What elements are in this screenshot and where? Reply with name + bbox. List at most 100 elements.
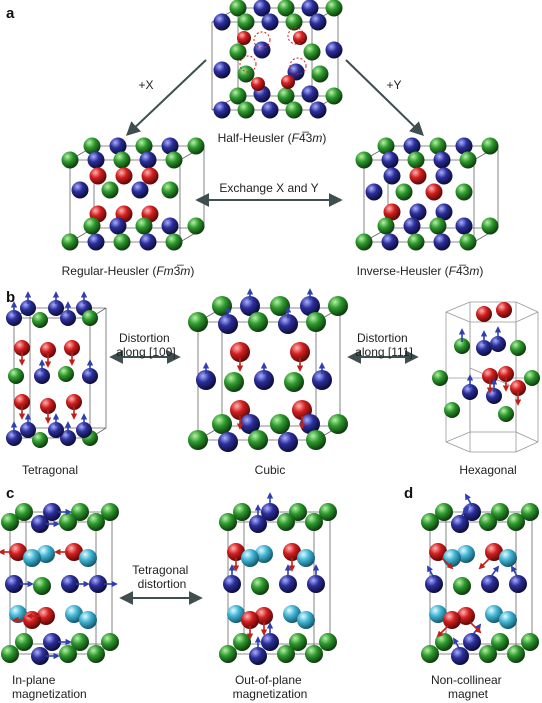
label-hexagonal: Hexagonal — [459, 463, 516, 477]
green-atom — [270, 296, 290, 316]
green-atom — [377, 217, 395, 235]
blue-atom — [76, 422, 92, 438]
green-atom — [15, 503, 33, 521]
green-atom — [285, 101, 303, 119]
blue-atom — [43, 633, 61, 651]
red-atom — [64, 340, 80, 356]
out-of-plane-cell — [219, 492, 337, 665]
blue-atom — [435, 203, 453, 221]
green-atom — [395, 183, 413, 201]
label-plus-x: +X — [138, 78, 153, 92]
cyan-atom — [255, 545, 273, 563]
blue-atom — [455, 137, 473, 155]
cyan-atom — [37, 545, 55, 563]
blue-atom — [325, 41, 343, 59]
blue-atom — [60, 430, 76, 446]
green-atom — [303, 43, 321, 61]
spin-arrow — [465, 493, 473, 507]
green-atom — [135, 217, 153, 235]
green-atom — [435, 503, 453, 521]
cyan-atom — [499, 549, 517, 567]
cyan-atom — [499, 611, 517, 629]
red-atom — [283, 543, 301, 561]
green-atom — [82, 310, 98, 326]
red-atom — [66, 394, 82, 410]
green-atom — [306, 312, 326, 332]
green-atom — [1, 513, 19, 531]
red-atom — [255, 607, 273, 625]
red-atom — [496, 302, 512, 318]
blue-atom — [87, 151, 105, 169]
red-atom — [281, 75, 295, 89]
cyan-atom — [297, 549, 315, 567]
red-atom — [443, 611, 461, 629]
cell-edge — [515, 301, 539, 313]
cell-edge — [445, 441, 471, 453]
cyan-atom — [79, 611, 97, 629]
red-atom — [383, 203, 401, 221]
green-atom — [237, 101, 255, 119]
blue-atom — [309, 101, 327, 119]
green-atom — [187, 137, 205, 155]
cyan-atom — [23, 549, 41, 567]
blue-atom — [71, 181, 89, 199]
green-atom — [101, 633, 119, 651]
blue-atom — [161, 137, 179, 155]
blue-atom — [60, 310, 76, 326]
green-atom — [248, 312, 268, 332]
green-atom — [219, 645, 237, 663]
green-atom — [61, 233, 79, 251]
green-atom — [83, 217, 101, 235]
label-distortion-100: Distortion along [100] — [116, 331, 175, 359]
green-atom — [61, 151, 79, 169]
green-atom — [510, 340, 526, 356]
red-atom — [251, 77, 265, 91]
green-atom — [429, 137, 447, 155]
blue-atom — [307, 575, 325, 593]
green-atom — [33, 577, 51, 595]
green-atom — [248, 430, 268, 450]
red-atom — [115, 167, 133, 185]
green-atom — [355, 233, 373, 251]
green-atom — [161, 181, 179, 199]
green-atom — [284, 372, 304, 392]
cyan-atom — [443, 549, 461, 567]
green-atom — [277, 645, 295, 663]
label-inverse-heusler: Inverse-Heusler (F4̅3m) — [357, 264, 484, 278]
red-atom — [485, 543, 503, 561]
green-atom — [355, 151, 373, 169]
green-atom — [454, 338, 470, 354]
green-atom — [237, 13, 255, 31]
blue-atom — [161, 217, 179, 235]
blue-atom — [451, 515, 469, 533]
green-atom — [277, 0, 295, 17]
blue-atom — [455, 217, 473, 235]
cubic-cell — [188, 288, 348, 452]
green-atom — [229, 0, 247, 17]
green-atom — [15, 633, 33, 651]
cell-edge — [515, 311, 539, 323]
green-atom — [83, 137, 101, 155]
green-atom — [521, 503, 539, 521]
green-atom — [277, 87, 295, 105]
cyan-atom — [241, 549, 259, 567]
cyan-atom — [297, 611, 315, 629]
panel-label-d: d — [404, 485, 413, 502]
red-atom — [14, 340, 30, 356]
blue-atom — [139, 151, 157, 169]
green-atom — [59, 645, 77, 663]
blue-atom — [279, 575, 297, 593]
green-atom — [32, 432, 48, 448]
green-atom — [188, 430, 208, 450]
label-distortion-111: Distortion along [111] — [355, 331, 413, 359]
green-atom — [165, 151, 183, 169]
green-atom — [328, 296, 348, 316]
vacancy-site — [239, 55, 257, 73]
regular-heusler-cell — [61, 137, 205, 251]
label-regular-heusler: Regular-Heusler (Fm3̅m) — [62, 264, 195, 278]
red-atom — [457, 607, 475, 625]
green-atom — [432, 370, 448, 386]
label-tetragonal: Tetragonal — [22, 463, 78, 477]
label-exchange: Exchange X and Y — [219, 181, 318, 195]
green-atom — [71, 633, 89, 651]
